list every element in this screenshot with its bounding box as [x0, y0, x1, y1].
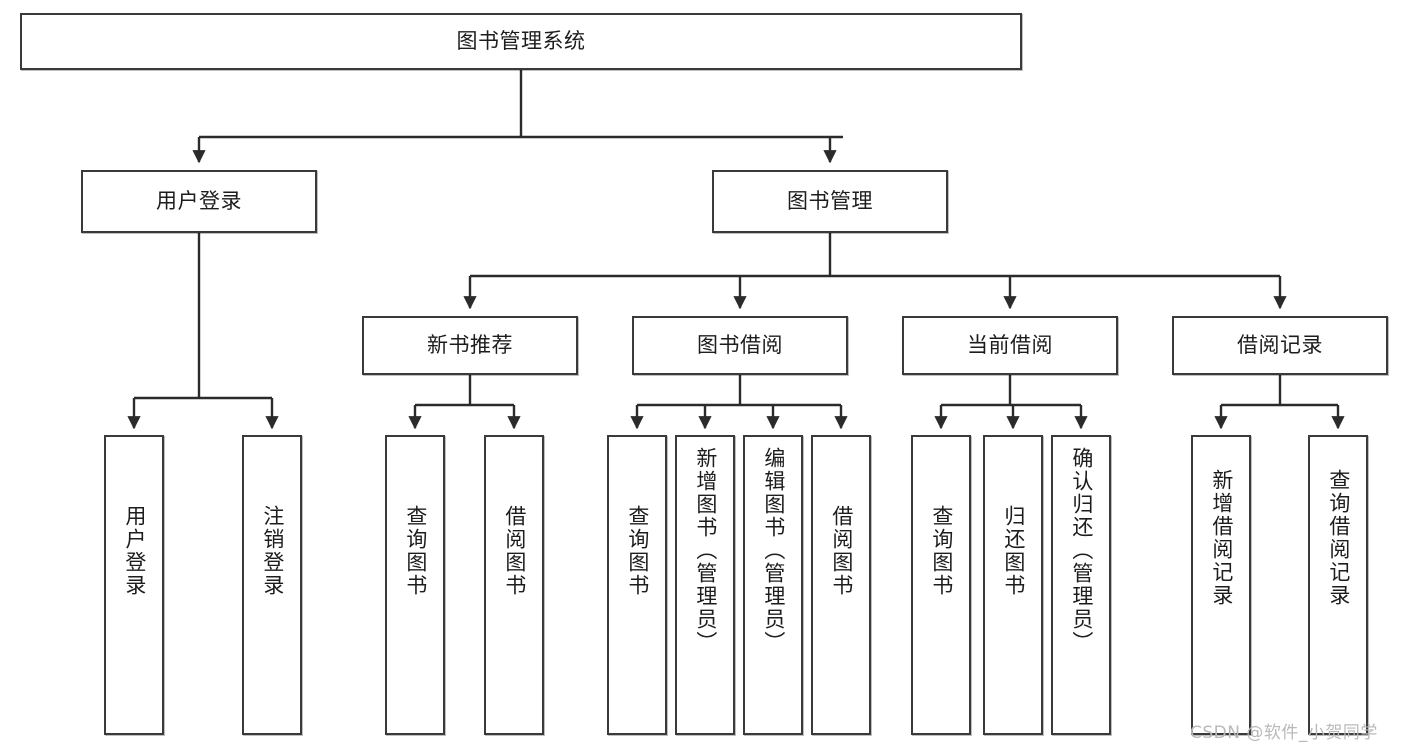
leaf-borrow-book-label: 借阅图书: [829, 505, 854, 597]
node-current-borrow[interactable]: 当前借阅: [902, 316, 1118, 375]
leaf-query-book-borrow-label: 查询图书: [625, 505, 650, 597]
node-borrow-record[interactable]: 借阅记录: [1172, 316, 1388, 375]
leaf-logout[interactable]: 注销登录: [242, 435, 302, 735]
node-root[interactable]: 图书管理系统: [20, 13, 1022, 70]
leaf-query-book-current[interactable]: 查询图书: [911, 435, 971, 735]
node-user-login[interactable]: 用户登录: [81, 170, 317, 233]
leaf-add-borrow-record-label: 新增借阅记录: [1209, 469, 1234, 607]
node-new-book-recommend-label: 新书推荐: [427, 333, 513, 358]
node-book-management[interactable]: 图书管理: [712, 170, 948, 233]
leaf-add-book-admin[interactable]: 新增图书（管理员）: [675, 435, 735, 735]
node-current-borrow-label: 当前借阅: [967, 333, 1053, 358]
leaf-borrow-book-recommend-label: 借阅图书: [502, 505, 527, 597]
leaf-edit-book-admin-label: 编辑图书（管理员）: [761, 447, 786, 654]
leaf-confirm-return-admin[interactable]: 确认归还（管理员）: [1051, 435, 1111, 735]
leaf-edit-book-admin[interactable]: 编辑图书（管理员）: [743, 435, 803, 735]
node-new-book-recommend[interactable]: 新书推荐: [362, 316, 578, 375]
leaf-query-book-borrow[interactable]: 查询图书: [607, 435, 667, 735]
node-user-login-label: 用户登录: [156, 189, 242, 214]
leaf-return-book-label: 归还图书: [1001, 505, 1026, 597]
leaf-query-borrow-record[interactable]: 查询借阅记录: [1308, 435, 1368, 735]
leaf-confirm-return-admin-label: 确认归还（管理员）: [1069, 447, 1094, 654]
leaf-query-borrow-record-label: 查询借阅记录: [1326, 469, 1351, 607]
watermark: CSDN @软件_小贺同学: [1190, 718, 1378, 743]
leaf-query-book-recommend[interactable]: 查询图书: [385, 435, 445, 735]
node-book-borrow-label: 图书借阅: [697, 333, 783, 358]
leaf-borrow-book-recommend[interactable]: 借阅图书: [484, 435, 544, 735]
leaf-query-book-recommend-label: 查询图书: [403, 505, 428, 597]
node-book-management-label: 图书管理: [787, 189, 873, 214]
leaf-return-book[interactable]: 归还图书: [983, 435, 1043, 735]
node-borrow-record-label: 借阅记录: [1237, 333, 1323, 358]
leaf-query-book-current-label: 查询图书: [929, 505, 954, 597]
leaf-logout-label: 注销登录: [260, 505, 285, 597]
node-root-label: 图书管理系统: [456, 29, 586, 54]
leaf-borrow-book[interactable]: 借阅图书: [811, 435, 871, 735]
leaf-user-login[interactable]: 用户登录: [104, 435, 164, 735]
leaf-add-borrow-record[interactable]: 新增借阅记录: [1191, 435, 1251, 735]
watermark-text: CSDN @软件_小贺同学: [1190, 723, 1378, 743]
leaf-add-book-admin-label: 新增图书（管理员）: [693, 447, 718, 654]
node-book-borrow[interactable]: 图书借阅: [632, 316, 848, 375]
leaf-user-login-label: 用户登录: [122, 505, 147, 597]
